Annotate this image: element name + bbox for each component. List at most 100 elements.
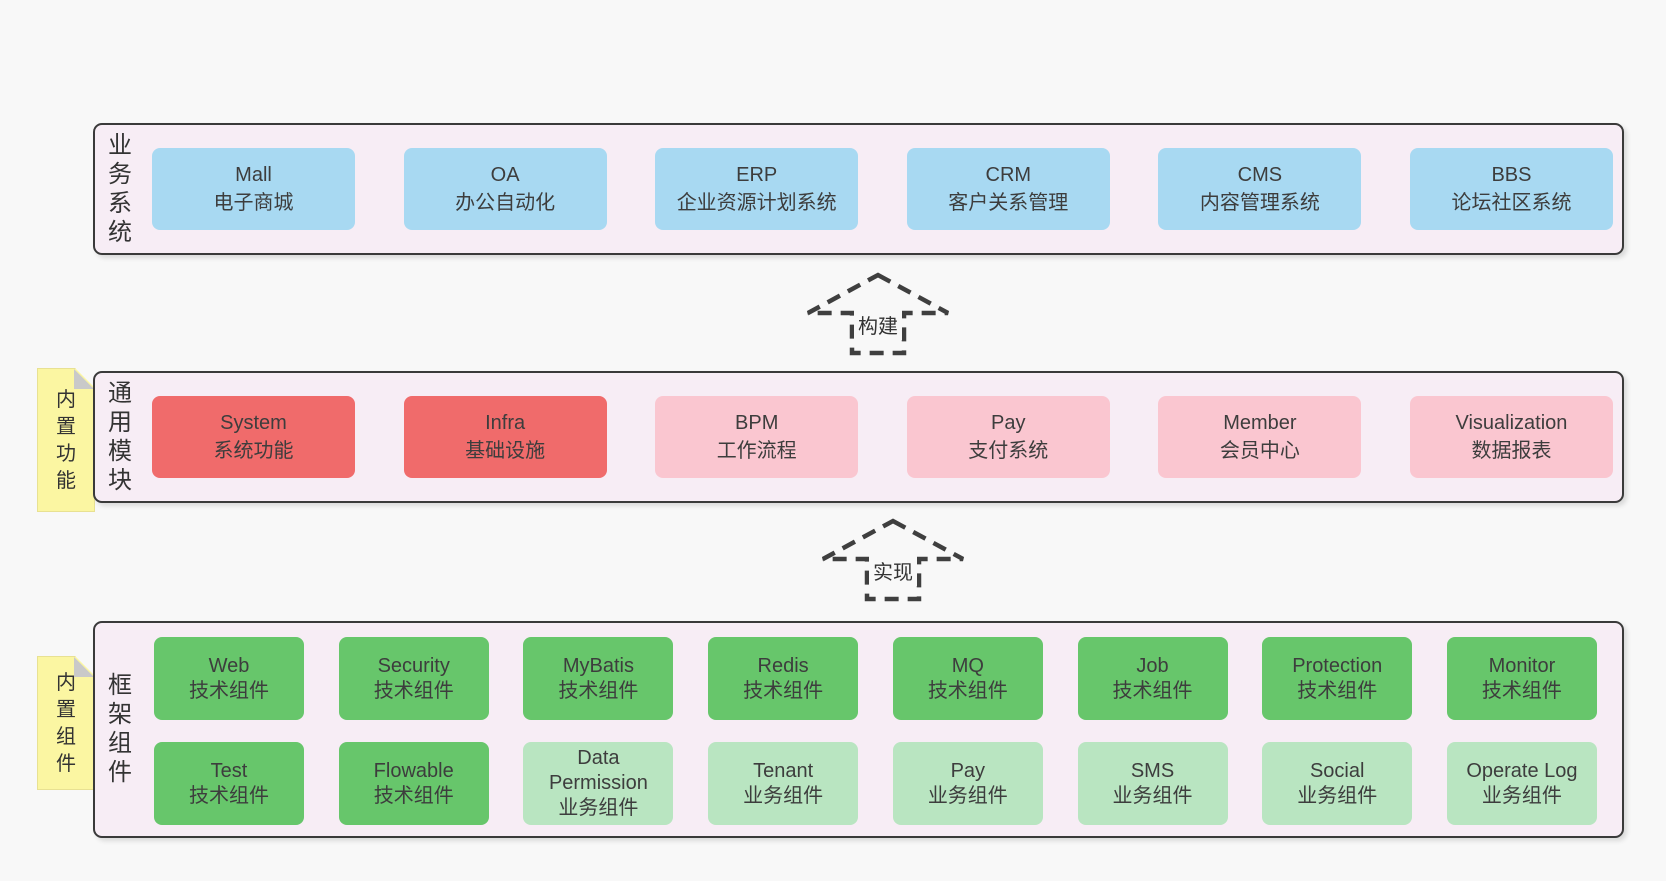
box-subtitle: 业务组件: [927, 784, 1008, 807]
box-subtitle: 基础设施: [465, 440, 546, 462]
box-mall: Mall 电子商城: [152, 148, 355, 230]
band-common-modules: 通用模块 System 系统功能 Infra 基础设施 BPM 工作流程 Pay 支付系统 Me…: [93, 371, 1624, 503]
box-subtitle: 技术组件: [558, 679, 639, 702]
box-title: Web: [208, 654, 250, 677]
box-title: Pay: [991, 412, 1026, 434]
vertical-label-char: 件: [108, 759, 132, 786]
box-title: Redis: [757, 654, 809, 677]
sticky-note-built-in-components: 内置组件: [37, 656, 95, 790]
vertical-label-char: 框: [108, 672, 132, 699]
box-subtitle: 业务组件: [743, 784, 824, 807]
box-subtitle: 系统功能: [213, 440, 294, 462]
box-subtitle: 电子商城: [213, 192, 294, 214]
dashed-up-arrow-icon: [806, 272, 950, 356]
box-subtitle: 办公自动化: [455, 192, 556, 214]
box-title: CMS: [1237, 164, 1283, 186]
box-subtitle: 技术组件: [189, 784, 269, 807]
box-subtitle: 业务组件: [1297, 784, 1378, 807]
box-subtitle: 业务组件: [1112, 784, 1193, 807]
box-subtitle: 企业资源计划系统: [676, 192, 837, 214]
box-subtitle: 技术组件: [1481, 679, 1562, 702]
box-title: Flowable: [373, 759, 454, 782]
vertical-label-char: 组: [108, 730, 132, 757]
box-title: Visualization: [1455, 412, 1568, 434]
box-subtitle: 内容管理系统: [1199, 192, 1320, 214]
vertical-label-char: 用: [108, 408, 132, 436]
box-bpm: BPM 工作流程: [655, 396, 859, 478]
box-system: System 系统功能: [152, 396, 355, 478]
box-title: MyBatis: [562, 654, 634, 677]
vertical-label-char: 置: [56, 698, 76, 721]
box-subtitle: 工作流程: [716, 440, 797, 462]
box-title: BBS: [1491, 164, 1532, 186]
box-title: MQ: [951, 654, 984, 677]
box-subtitle: 技术组件: [927, 679, 1008, 702]
band-label-framework-components: 框架组件: [104, 623, 136, 836]
box-title: BPM: [735, 412, 779, 434]
box-pay: Pay 支付系统: [906, 396, 1110, 478]
box-title: Mall: [235, 164, 272, 186]
vertical-label-char: 能: [56, 469, 76, 492]
box-infra: Infra 基础设施: [403, 396, 607, 478]
box-subtitle: 业务组件: [1481, 784, 1562, 807]
vertical-label-char: 块: [108, 466, 132, 494]
box-subtitle: 技术组件: [189, 679, 269, 702]
vertical-label-char: 内: [56, 671, 76, 694]
box-subtitle: 业务组件: [558, 797, 639, 819]
box-subtitle: 论坛社区系统: [1451, 192, 1572, 214]
box-title: Social: [1309, 759, 1365, 782]
folded-corner-icon: [74, 657, 94, 677]
box-title: Monitor: [1488, 654, 1556, 677]
arrow-implement-label: 实现: [869, 555, 917, 586]
vertical-label-char: 件: [56, 752, 76, 775]
box-crm: CRM 客户关系管理: [906, 148, 1110, 230]
box-subtitle: 技术组件: [1112, 679, 1193, 702]
box-subtitle: 技术组件: [1297, 679, 1378, 702]
arrow-build: 构建: [798, 271, 958, 357]
box-title: Member: [1223, 412, 1297, 434]
folded-corner-icon: [74, 369, 94, 389]
box-title: Infra: [485, 412, 526, 434]
vertical-label-char: 置: [56, 415, 76, 438]
box-title: SMS: [1130, 759, 1175, 782]
box-title: Tenant: [753, 759, 814, 782]
band-label-business-systems: 业务系统: [104, 125, 136, 253]
vertical-label-char: 通: [108, 379, 132, 407]
box-title: Protection: [1292, 654, 1383, 677]
box-title: Job: [1136, 654, 1169, 677]
box-title: CRM: [985, 164, 1032, 186]
box-cms: CMS 内容管理系统: [1158, 148, 1362, 230]
vertical-label-char: 模: [108, 437, 132, 465]
box-title: Security: [377, 654, 450, 677]
vertical-label-char: 组: [56, 725, 76, 748]
box-title: System: [220, 412, 287, 434]
dashed-up-arrow-icon: [821, 518, 965, 602]
box-subtitle: 技术组件: [373, 784, 454, 807]
box-data-permission: Data Permission 业务组件: [523, 742, 674, 825]
box-subtitle: 技术组件: [743, 679, 824, 702]
box-title: Data Permission: [548, 747, 648, 794]
box-subtitle: 支付系统: [968, 440, 1049, 462]
box-subtitle: 客户关系管理: [948, 192, 1069, 214]
vertical-label-char: 业: [108, 131, 132, 159]
